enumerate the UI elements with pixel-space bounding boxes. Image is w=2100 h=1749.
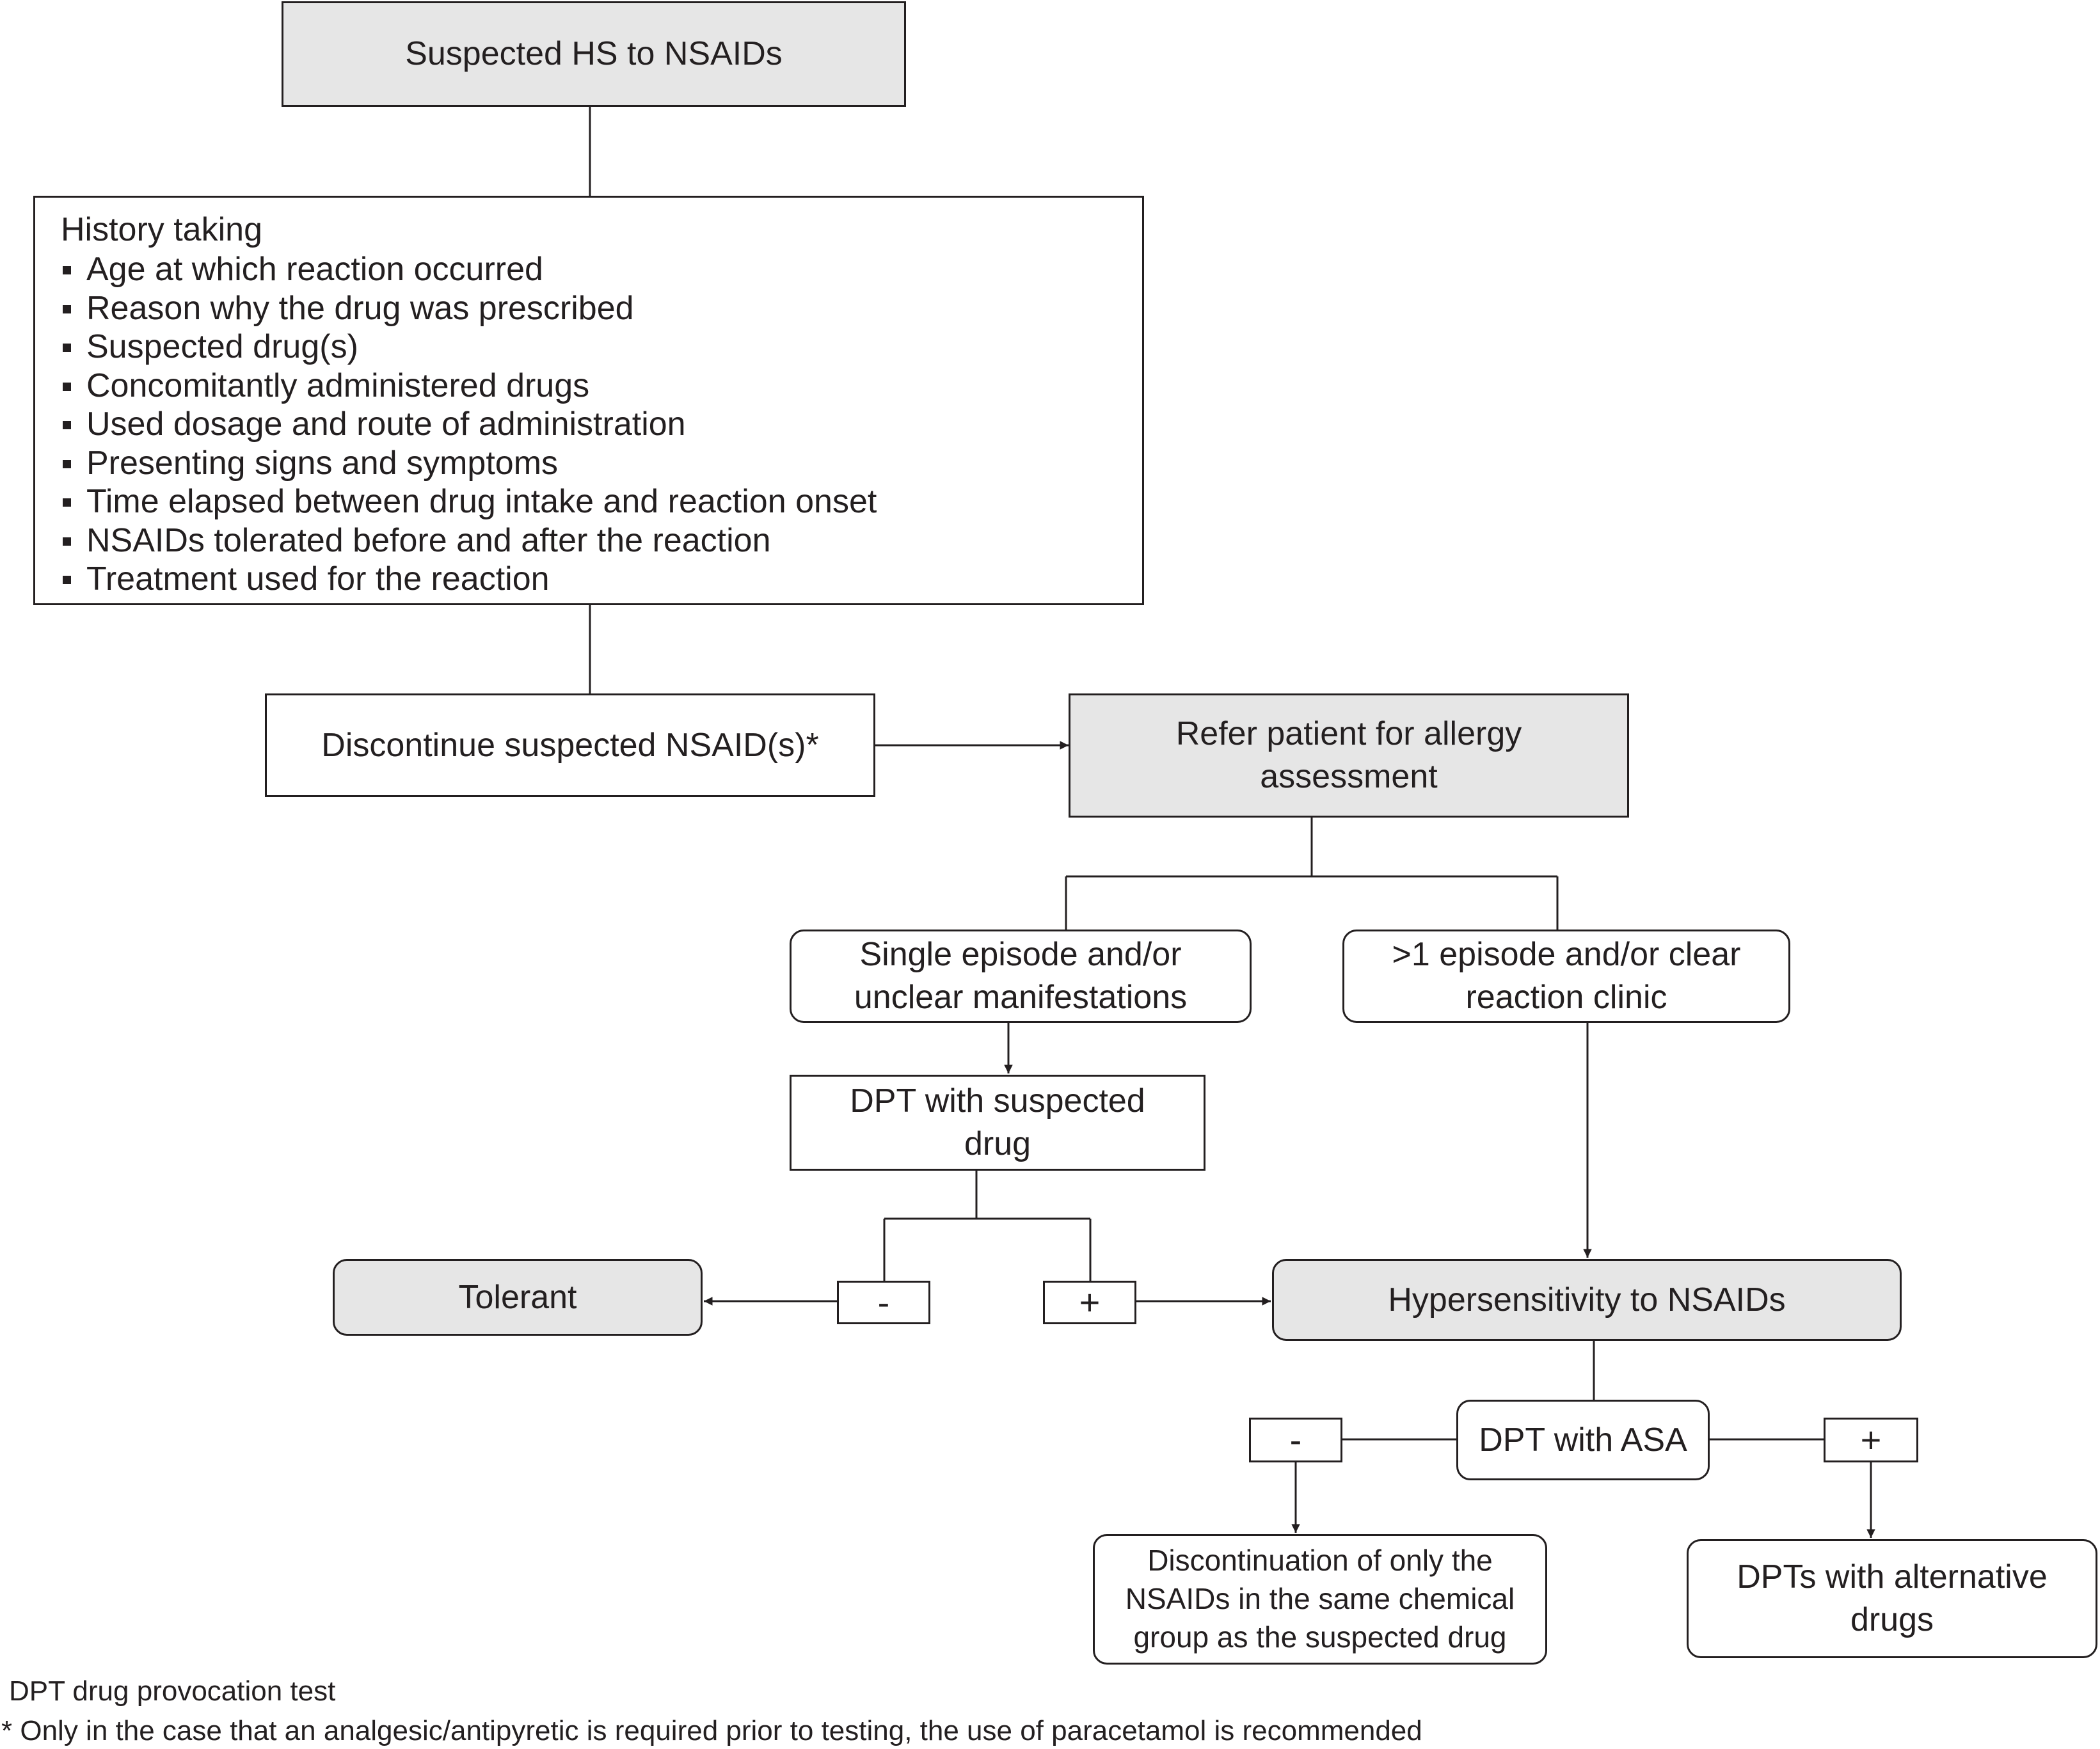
- discontinuation-group-text: Discontinuation of only the NSAIDs in th…: [1126, 1542, 1515, 1656]
- discontinue-node: Discontinue suspected NSAID(s)*: [265, 693, 875, 797]
- positive-sign-box: +: [1043, 1281, 1136, 1324]
- history-taking-box: History taking Age at which reaction occ…: [33, 196, 1144, 605]
- single-episode-node: Single episode and/or unclear manifestat…: [790, 930, 1252, 1023]
- multi-episode-line: >1 episode and/or clear: [1392, 936, 1741, 974]
- single-episode-line: Single episode and/or: [859, 936, 1182, 974]
- asa-negative-sign-box: -: [1249, 1418, 1342, 1462]
- refer-node-line: Refer patient for allergy: [1175, 715, 1522, 753]
- tolerant-node: Tolerant: [333, 1259, 703, 1336]
- multi-episode-line: reaction clinic: [1465, 979, 1667, 1016]
- discontinuation-group-line: Discontinuation of only the: [1147, 1544, 1493, 1578]
- list-item: Time elapsed between drug intake and rea…: [61, 482, 1117, 521]
- hypersensitivity-node-label: Hypersensitivity to NSAIDs: [1388, 1281, 1786, 1318]
- list-item: Concomitantly administered drugs: [61, 367, 1117, 406]
- list-item: Age at which reaction occurred: [61, 250, 1117, 289]
- multi-episode-node: >1 episode and/or clear reaction clinic: [1342, 930, 1790, 1023]
- discontinue-node-label: Discontinue suspected NSAID(s)*: [321, 726, 819, 764]
- negative-sign: -: [877, 1282, 890, 1322]
- footnote-asterisk: * Only in the case that an analgesic/ant…: [1, 1715, 1422, 1746]
- dpt-suspected-line: drug: [964, 1125, 1031, 1162]
- asa-negative-sign: -: [1289, 1420, 1302, 1460]
- discontinuation-group-line: group as the suspected drug: [1133, 1620, 1507, 1654]
- asa-positive-sign-box: +: [1824, 1418, 1918, 1462]
- dpt-alternative-line: drugs: [1850, 1601, 1934, 1638]
- dpt-alternative-line: DPTs with alternative: [1737, 1558, 2048, 1596]
- positive-sign: +: [1079, 1282, 1101, 1322]
- list-item: Suspected drug(s): [61, 328, 1117, 367]
- single-episode-text: Single episode and/or unclear manifestat…: [854, 933, 1187, 1018]
- list-item: Presenting signs and symptoms: [61, 444, 1117, 483]
- refer-node: Refer patient for allergy assessment: [1069, 693, 1629, 818]
- single-episode-line: unclear manifestations: [854, 979, 1188, 1016]
- dpt-asa-node-label: DPT with ASA: [1479, 1421, 1687, 1459]
- dpt-suspected-text: DPT with suspected drug: [850, 1080, 1145, 1165]
- list-item: Treatment used for the reaction: [61, 560, 1117, 599]
- asa-positive-sign: +: [1860, 1420, 1882, 1460]
- list-item: Used dosage and route of administration: [61, 405, 1117, 444]
- discontinuation-group-node: Discontinuation of only the NSAIDs in th…: [1093, 1534, 1547, 1665]
- dpt-alternative-text: DPTs with alternative drugs: [1737, 1556, 2048, 1641]
- history-taking-title: History taking: [61, 211, 262, 248]
- negative-sign-box: -: [837, 1281, 930, 1324]
- list-item: Reason why the drug was prescribed: [61, 289, 1117, 328]
- dpt-alternative-node: DPTs with alternative drugs: [1687, 1539, 2097, 1658]
- discontinuation-group-line: NSAIDs in the same chemical: [1125, 1582, 1515, 1616]
- footnote-abbreviation: DPT drug provocation test: [9, 1675, 336, 1707]
- multi-episode-text: >1 episode and/or clear reaction clinic: [1392, 933, 1741, 1018]
- tolerant-node-label: Tolerant: [458, 1278, 577, 1316]
- refer-node-line: assessment: [1260, 758, 1438, 795]
- start-node: Suspected HS to NSAIDs: [282, 1, 906, 107]
- hypersensitivity-node: Hypersensitivity to NSAIDs: [1272, 1259, 1902, 1341]
- start-node-label: Suspected HS to NSAIDs: [405, 35, 783, 73]
- dpt-suspected-node: DPT with suspected drug: [790, 1075, 1205, 1171]
- dpt-suspected-line: DPT with suspected: [850, 1082, 1145, 1120]
- refer-node-text: Refer patient for allergy assessment: [1176, 713, 1522, 798]
- history-taking-list: Age at which reaction occurred Reason wh…: [61, 250, 1117, 599]
- dpt-asa-node: DPT with ASA: [1456, 1400, 1710, 1480]
- list-item: NSAIDs tolerated before and after the re…: [61, 521, 1117, 560]
